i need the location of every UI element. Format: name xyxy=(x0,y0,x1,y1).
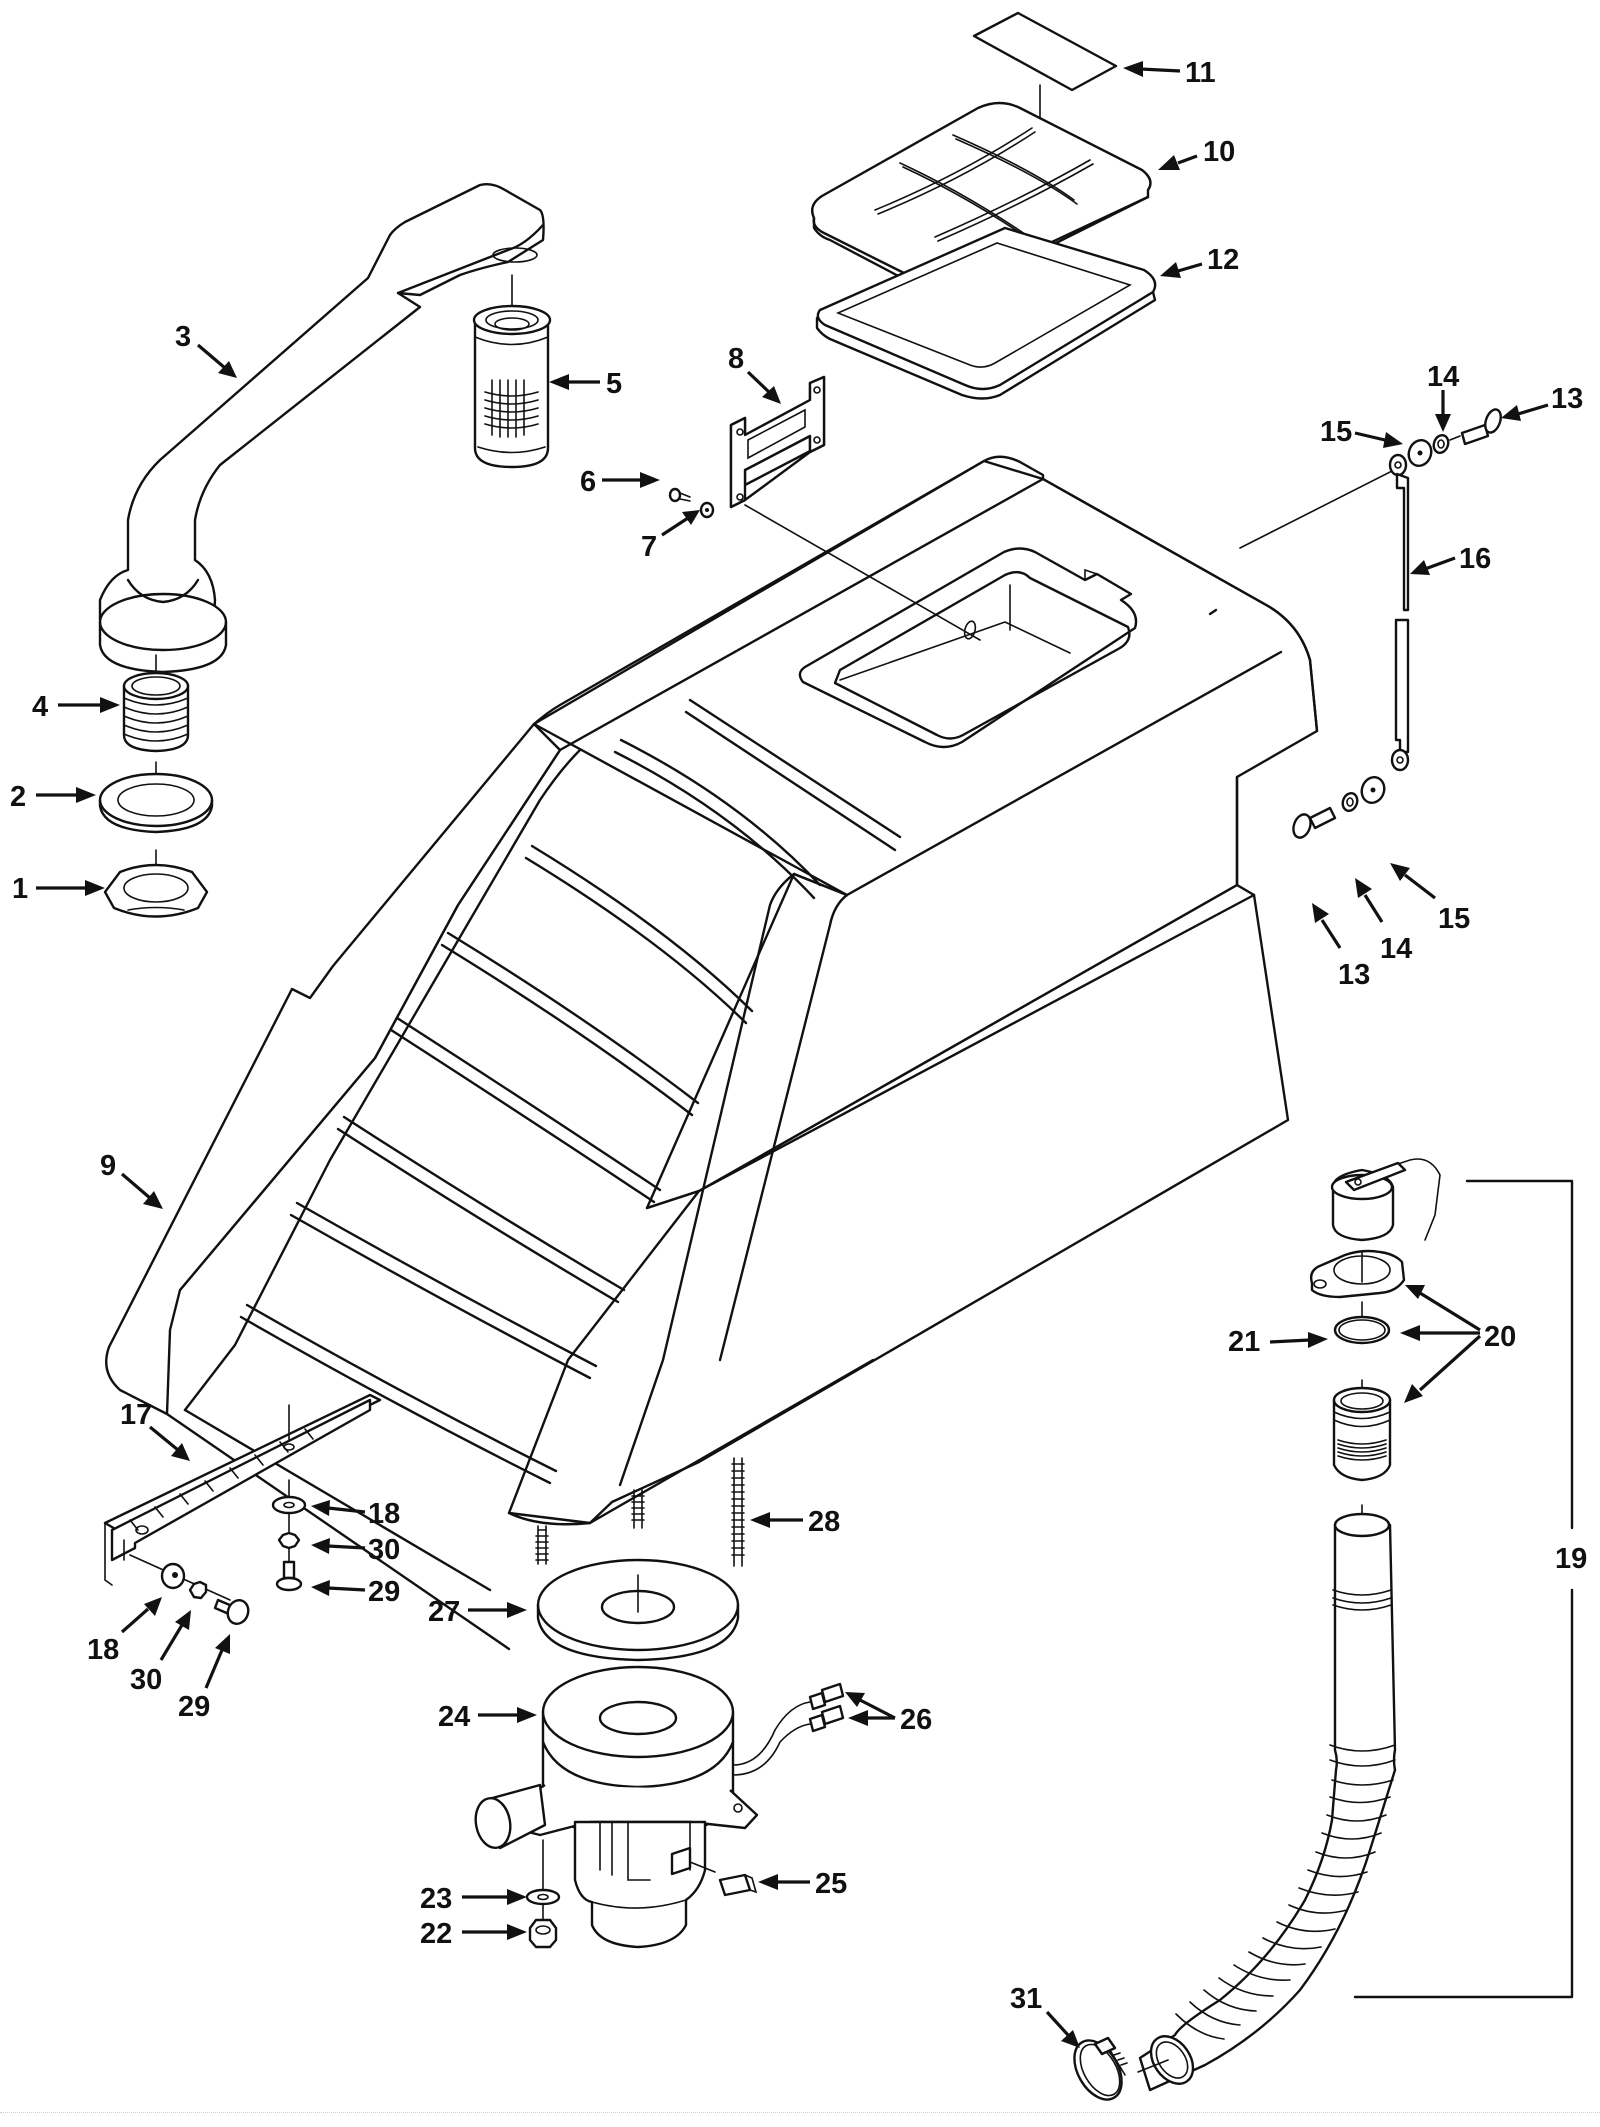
upper-strap-hardware xyxy=(1407,408,1502,467)
threaded-bushing xyxy=(122,654,190,753)
callout-23: 23 xyxy=(420,1883,452,1915)
callout-12: 12 xyxy=(1207,244,1239,276)
drain-hose xyxy=(1137,1504,1397,2092)
callout-1: 1 xyxy=(12,873,28,905)
callout-29-horizontal: 29 xyxy=(178,1691,210,1723)
callout-arrows xyxy=(36,61,1549,2048)
callout-13-lower: 13 xyxy=(1338,959,1370,991)
page-bottom-rule xyxy=(0,2112,1600,2113)
assembly-bracket-19 xyxy=(1353,1179,1574,1999)
callout-20: 20 xyxy=(1484,1321,1516,1353)
callout-15-lower: 15 xyxy=(1438,903,1470,935)
hose-clamp xyxy=(1073,2036,1128,2101)
bracket xyxy=(729,375,981,641)
callout-21: 21 xyxy=(1228,1326,1260,1358)
studs xyxy=(535,1457,745,1567)
callout-24: 24 xyxy=(438,1701,470,1733)
nut-22 xyxy=(528,1918,558,1949)
callout-25: 25 xyxy=(815,1868,847,1900)
callout-31: 31 xyxy=(1010,1983,1042,2015)
callout-14-lower: 14 xyxy=(1380,933,1412,965)
callout-8: 8 xyxy=(728,343,744,375)
vertical-fastener-stack xyxy=(271,1479,307,1592)
drain-cap xyxy=(1309,1158,1441,1299)
callout-14-upper: 14 xyxy=(1427,361,1459,393)
lower-strap-hardware xyxy=(1292,776,1386,839)
callout-13-upper: 13 xyxy=(1551,383,1583,415)
callout-29-vertical: 29 xyxy=(368,1576,400,1608)
callout-2: 2 xyxy=(10,781,26,813)
callout-28: 28 xyxy=(808,1506,840,1538)
strainer-filter xyxy=(472,274,552,469)
callout-7: 7 xyxy=(641,531,657,563)
inlet-elbow-tube xyxy=(98,182,545,674)
callout-6: 6 xyxy=(580,466,596,498)
callout-4: 4 xyxy=(32,691,48,723)
piano-hinge xyxy=(103,1393,382,1586)
tank-left-panel xyxy=(105,722,562,1651)
callout-5: 5 xyxy=(606,368,622,400)
retaining-strap xyxy=(1239,453,1410,772)
callout-30-horizontal: 30 xyxy=(130,1664,162,1696)
vacuum-motor xyxy=(474,1665,845,1949)
callout-9: 9 xyxy=(100,1150,116,1182)
callout-18-vertical: 18 xyxy=(368,1498,400,1530)
callout-numbers: 1 2 3 4 5 6 7 8 9 10 11 12 13 14 15 16 1… xyxy=(10,57,1587,2015)
drain-coupling xyxy=(1332,1379,1392,1482)
tank-ribs xyxy=(239,698,902,1485)
motor-gasket xyxy=(536,1558,740,1662)
callout-27: 27 xyxy=(428,1596,460,1628)
callout-11: 11 xyxy=(1185,57,1216,89)
washer-7 xyxy=(699,501,715,519)
carbon-brush xyxy=(718,1873,758,1897)
callout-17: 17 xyxy=(120,1399,152,1431)
callout-3: 3 xyxy=(175,321,191,353)
callout-19: 19 xyxy=(1555,1543,1587,1575)
callout-26: 26 xyxy=(900,1704,932,1736)
screw-6 xyxy=(668,487,691,503)
horizontal-fastener-stack xyxy=(129,1554,250,1625)
callout-10: 10 xyxy=(1203,136,1235,168)
callout-15-upper: 15 xyxy=(1320,416,1352,448)
lid-gasket xyxy=(815,226,1157,400)
o-ring-21 xyxy=(1333,1301,1391,1345)
hex-nut-1 xyxy=(103,849,209,918)
flat-washer-2 xyxy=(98,761,214,834)
callout-22: 22 xyxy=(420,1918,452,1950)
callout-18-horizontal: 18 xyxy=(87,1634,119,1666)
callout-16: 16 xyxy=(1459,543,1491,575)
callout-30-vertical: 30 xyxy=(368,1534,400,1566)
